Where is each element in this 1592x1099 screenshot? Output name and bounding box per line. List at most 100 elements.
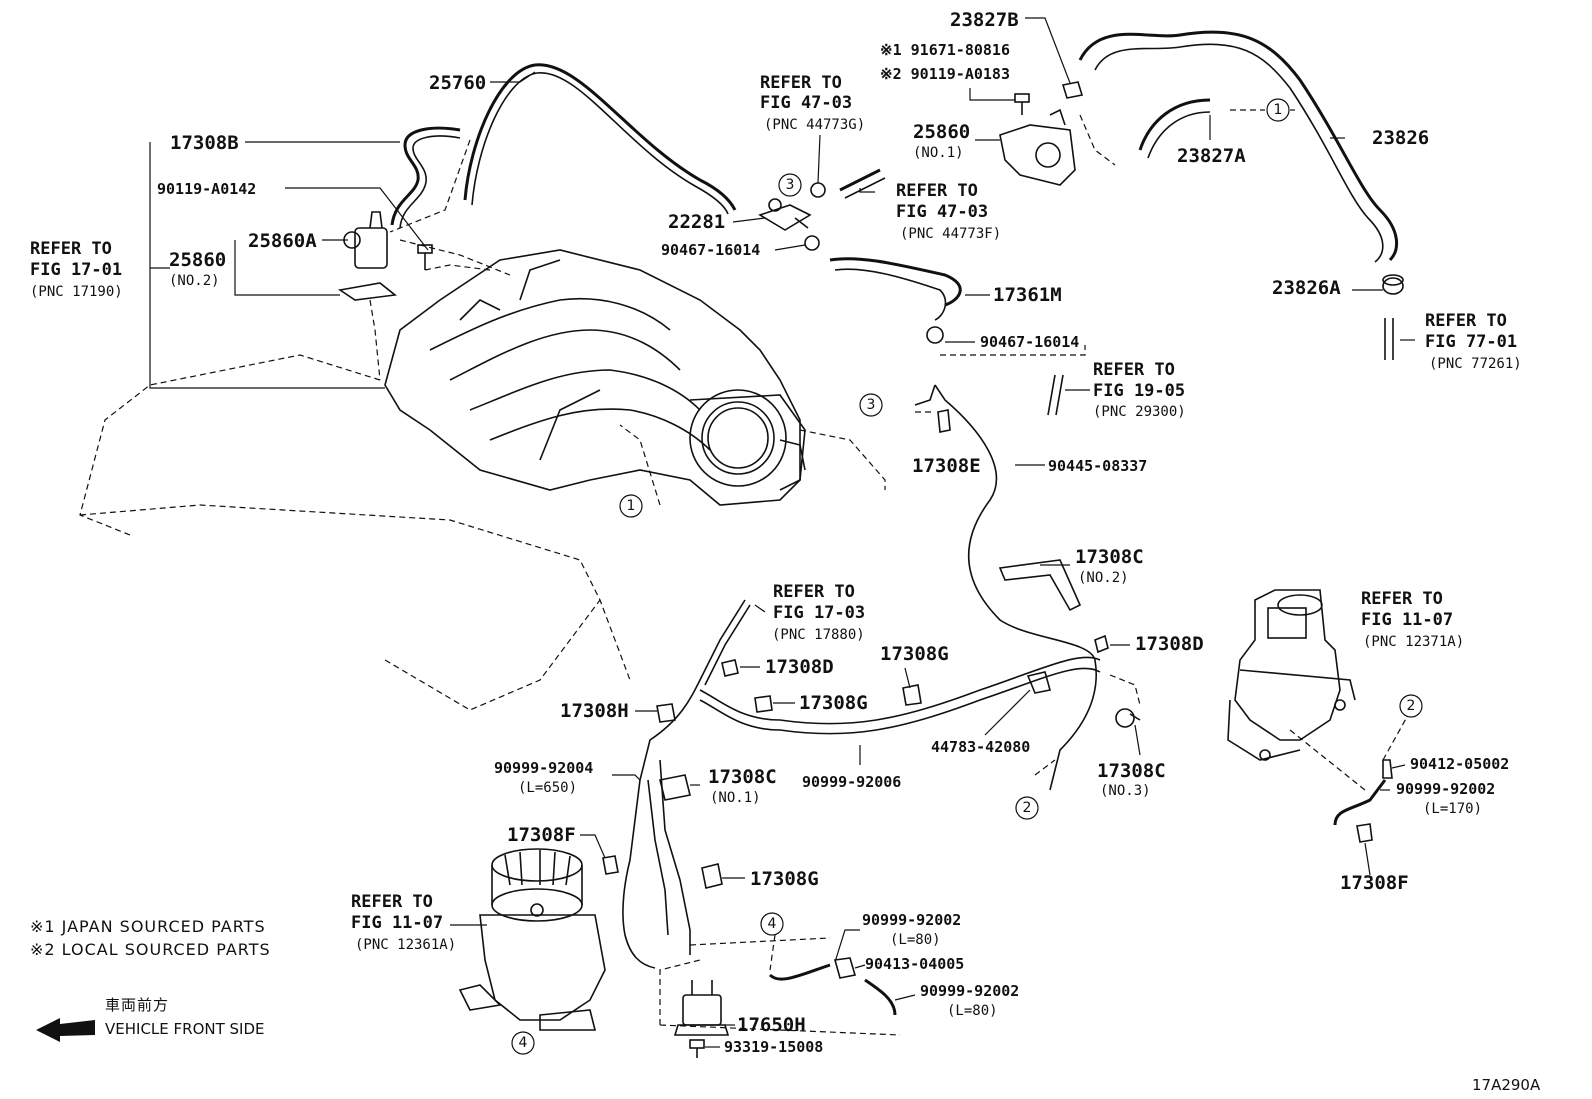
label-17308d-right: 17308D bbox=[1135, 633, 1204, 655]
callout-1-hose: 1 bbox=[1266, 98, 1290, 122]
front-arrow-icon bbox=[36, 1018, 95, 1042]
callout-3-upper: 3 bbox=[778, 173, 802, 197]
svg-text:2: 2 bbox=[1023, 800, 1032, 816]
ref-fig11-07r-line2: FIG 11-07 bbox=[1361, 610, 1453, 630]
hose-44773f-stub bbox=[839, 168, 881, 192]
callout-2-mount: 2 bbox=[1399, 694, 1423, 718]
label-90467-upper: 90467-16014 bbox=[661, 241, 760, 259]
ref-fig17-01-line1: REFER TO bbox=[30, 239, 112, 259]
ref-fig11-07l-line1: REFER TO bbox=[351, 892, 433, 912]
clip-17308g-b bbox=[754, 695, 773, 713]
svg-text:3: 3 bbox=[867, 397, 876, 413]
vacuum-pipe-bundle bbox=[622, 599, 1101, 969]
label-90445: 90445-08337 bbox=[1048, 457, 1147, 475]
svg-text:3: 3 bbox=[786, 177, 795, 193]
dashed-connectors bbox=[369, 109, 1409, 971]
sensor-22281 bbox=[758, 198, 812, 231]
label-17361m: 17361M bbox=[993, 284, 1062, 306]
label-90999-92002-c: 90999-92002 bbox=[1396, 780, 1495, 798]
label-17308c-no1-sub: (NO.1) bbox=[710, 790, 761, 806]
callout-1-manifold: 1 bbox=[619, 494, 643, 518]
ref-fig77-01-line3: (PNC 77261) bbox=[1429, 356, 1522, 372]
ref-fig17-03-line3: (PNC 17880) bbox=[772, 627, 865, 643]
label-17308c-no2-sub: (NO.2) bbox=[1078, 570, 1129, 586]
valve-90413 bbox=[833, 957, 857, 979]
label-17308b: 17308B bbox=[170, 132, 239, 154]
ref-fig11-07r-line1: REFER TO bbox=[1361, 589, 1443, 609]
callout-2-pipe: 2 bbox=[1015, 796, 1039, 820]
clip-17308d-left bbox=[721, 659, 739, 677]
hose-23827a bbox=[1138, 98, 1211, 151]
label-90413: 90413-04005 bbox=[865, 955, 964, 973]
ref-fig47-03f-line3: (PNC 44773F) bbox=[900, 226, 1001, 242]
front-label-jp: 車両前方 bbox=[105, 996, 169, 1014]
svg-text:4: 4 bbox=[519, 1035, 528, 1051]
label-90999-92002-a: 90999-92002 bbox=[862, 911, 961, 929]
label-25860-no2-sub: (NO.2) bbox=[169, 273, 220, 289]
vsv-25860-no1 bbox=[999, 108, 1076, 186]
clamp-90467-lower bbox=[926, 326, 944, 344]
clamp-23826a bbox=[1382, 274, 1404, 295]
label-90999-92006: 90999-92006 bbox=[802, 773, 901, 791]
clip-17308h bbox=[656, 703, 676, 723]
ref-fig47-03f-line2: FIG 47-03 bbox=[896, 202, 988, 222]
label-17308c-no1: 17308C bbox=[708, 766, 777, 788]
label-17308f-right: 17308F bbox=[1340, 872, 1409, 894]
ref-fig77-01-line1: REFER TO bbox=[1425, 311, 1507, 331]
label-25860-no1-sub: (NO.1) bbox=[913, 145, 964, 161]
ref-fig19-05-line3: (PNC 29300) bbox=[1093, 404, 1186, 420]
diagram-code: 17A290A bbox=[1472, 1076, 1541, 1094]
ref-fig19-05-line1: REFER TO bbox=[1093, 360, 1175, 380]
callout-4-hose: 4 bbox=[760, 912, 784, 936]
label-17308d-left: 17308D bbox=[765, 656, 834, 678]
label-90999-92002-b: 90999-92002 bbox=[920, 982, 1019, 1000]
label-90999-92002-c-sub: (L=170) bbox=[1423, 801, 1482, 817]
ref-fig11-07l-line3: (PNC 12361A) bbox=[355, 937, 456, 953]
hose-90999-92002-c bbox=[1333, 779, 1387, 826]
label-90999-92002-b-sub: (L=80) bbox=[947, 1003, 998, 1019]
label-90467-lower: 90467-16014 bbox=[980, 333, 1079, 351]
label-17308h: 17308H bbox=[560, 700, 629, 722]
clip-17308g-c bbox=[701, 863, 723, 889]
clip-17308f-right bbox=[1356, 823, 1373, 843]
svg-text:1: 1 bbox=[1274, 102, 1283, 118]
label-23827a: 23827A bbox=[1177, 145, 1246, 167]
label-23826a: 23826A bbox=[1272, 277, 1341, 299]
clip-17308e bbox=[937, 409, 951, 433]
engine-outline bbox=[79, 354, 886, 711]
ref-fig11-07r-line3: (PNC 12371A) bbox=[1363, 634, 1464, 650]
hose-23826 bbox=[1078, 30, 1399, 262]
label-25760: 25760 bbox=[429, 72, 486, 94]
callout-4-mount: 4 bbox=[511, 1031, 535, 1055]
vsv-17650h bbox=[673, 980, 730, 1036]
callout-3-lower: 3 bbox=[859, 393, 883, 417]
label-90999-92002-a-sub: (L=80) bbox=[890, 932, 941, 948]
note-local-sourced: ※2 LOCAL SOURCED PARTS bbox=[30, 940, 271, 959]
label-90119-a0142: 90119-A0142 bbox=[157, 180, 256, 198]
ref-fig11-07l-line2: FIG 11-07 bbox=[351, 913, 443, 933]
fitting-90412 bbox=[1382, 759, 1393, 779]
hose-25760 bbox=[463, 63, 737, 211]
tube-29300 bbox=[1047, 374, 1064, 416]
label-17308c-no3-sub: (NO.3) bbox=[1100, 783, 1151, 799]
label-17308g-c: 17308G bbox=[750, 868, 819, 890]
tube-77261 bbox=[1384, 318, 1394, 360]
bolt-91671 bbox=[1014, 93, 1030, 115]
bracket-17308c-no2 bbox=[998, 559, 1082, 612]
engine-mount-left bbox=[458, 848, 606, 1031]
ref-fig47-03f-line1: REFER TO bbox=[896, 181, 978, 201]
ref-fig19-05-line2: FIG 19-05 bbox=[1093, 381, 1185, 401]
ref-fig17-03-line2: FIG 17-03 bbox=[773, 603, 865, 623]
bolt-93319 bbox=[689, 1039, 705, 1058]
label-23826: 23826 bbox=[1372, 127, 1429, 149]
part-44783 bbox=[1026, 671, 1052, 694]
vsv-25860a bbox=[337, 211, 397, 301]
hose-90999-92002-b bbox=[864, 978, 897, 1016]
clamp-17308c-no3 bbox=[1115, 708, 1141, 728]
label-17308f-left: 17308F bbox=[507, 824, 576, 846]
label-90999-92004-sub: (L=650) bbox=[518, 780, 577, 796]
clip-17308f-left bbox=[602, 855, 619, 875]
ref-fig47-03g-line1: REFER TO bbox=[760, 73, 842, 93]
hose-90999-92002-a bbox=[768, 963, 831, 981]
label-17308e: 17308E bbox=[912, 455, 981, 477]
